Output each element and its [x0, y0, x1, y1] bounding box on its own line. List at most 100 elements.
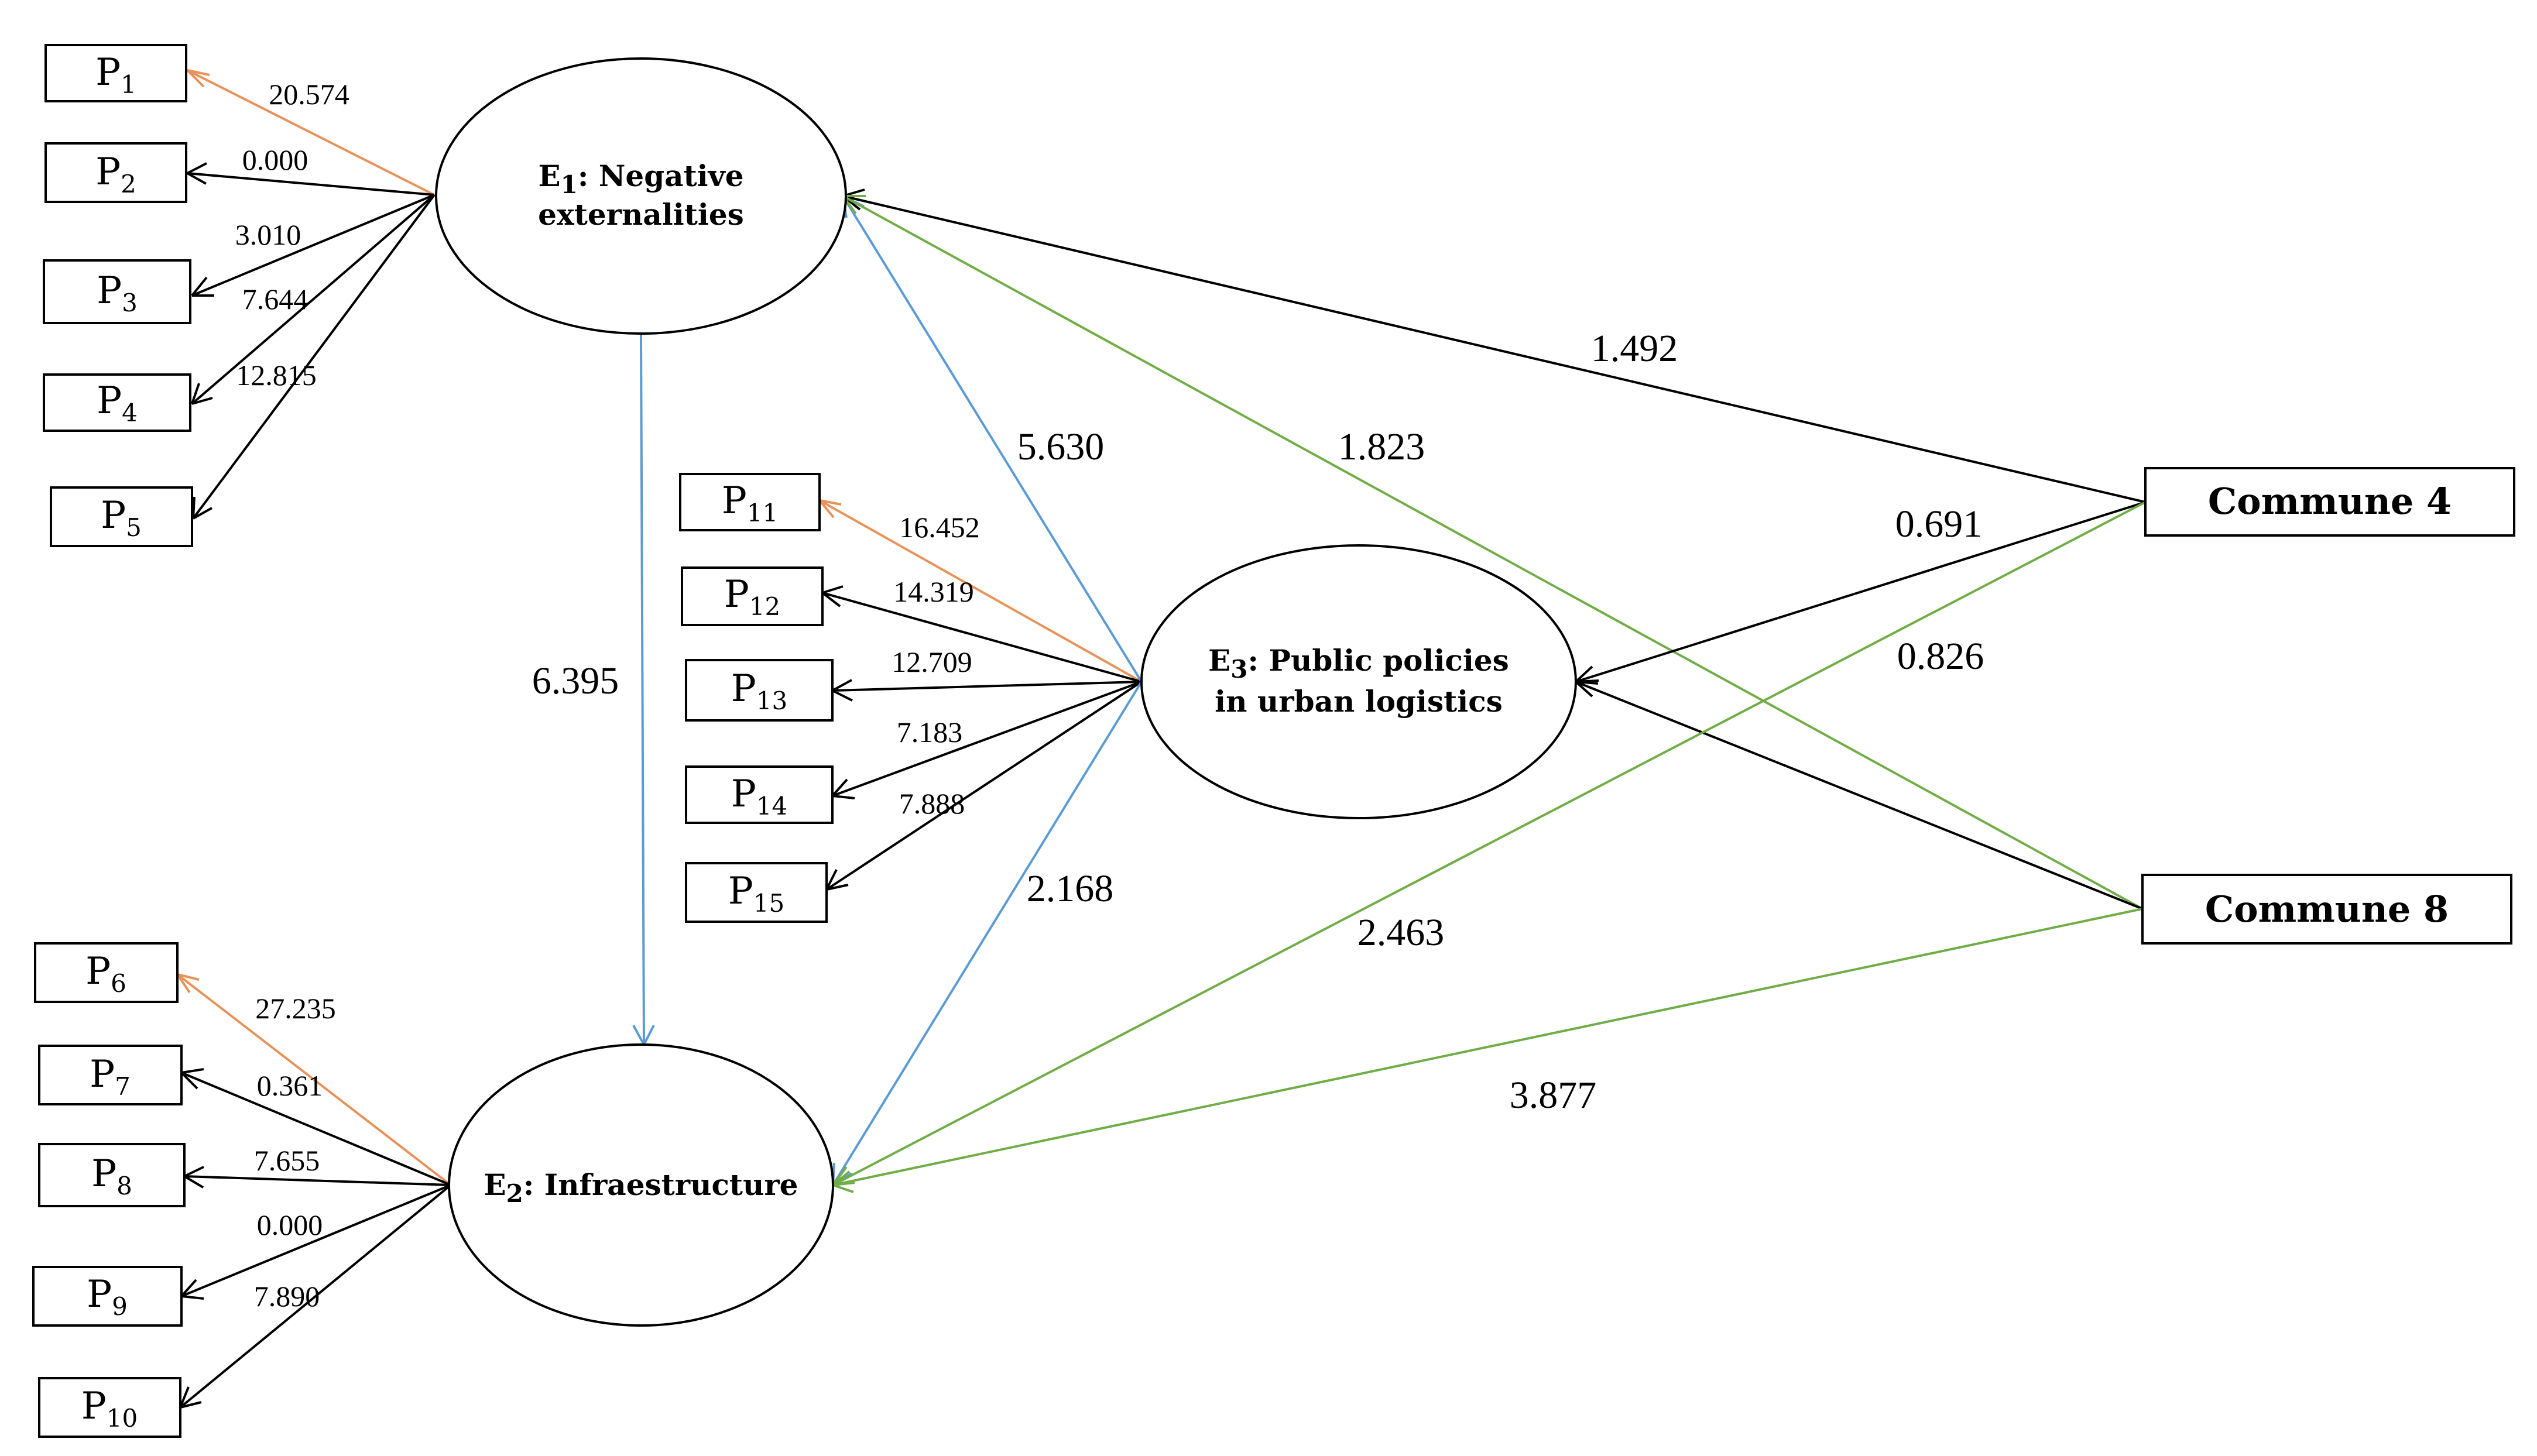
svg-text:P12: P12 [724, 573, 781, 621]
weight-c8-e1: 1.823 [1338, 425, 1425, 468]
weight-e1-p4: 7.644 [242, 283, 308, 315]
svg-text:E1: Negative: E1: Negative [538, 159, 743, 199]
svg-text:P2: P2 [95, 150, 136, 198]
indicator-p1-subscript: 1 [121, 70, 136, 99]
arrow-e1-e2 [632, 333, 655, 1045]
svg-text:P11: P11 [722, 479, 779, 527]
indicator-p7: P7 [38, 1045, 183, 1105]
svg-text:P4: P4 [97, 379, 138, 427]
weight-e3-p15: 7.888 [899, 787, 965, 820]
indicator-p14-subscript: 14 [756, 792, 787, 820]
indicator-p8: P8 [38, 1143, 186, 1207]
indicator-p8-subscript: 8 [116, 1172, 132, 1200]
indicator-p1: P1 [44, 44, 187, 102]
arrow-e1-p1 [186, 69, 435, 196]
arrow-c4-e3 [1575, 501, 2146, 685]
svg-text:P10: P10 [81, 1385, 138, 1433]
arrow-e3-p12 [821, 585, 1142, 683]
construct-e1-line2: externalities [538, 197, 744, 232]
svg-text:E2: Infraestructure: E2: Infraestructure [484, 1167, 798, 1208]
construct-e3-line1: : Public policies [1248, 643, 1509, 678]
weight-c4-e1: 1.492 [1591, 327, 1678, 370]
indicator-p7-subscript: 7 [115, 1072, 131, 1101]
arrow-c8-e3 [1575, 679, 2143, 910]
arrow-e3-p15 [825, 681, 1143, 891]
indicator-p15-subscript: 15 [753, 889, 784, 918]
weight-e1-p1: 20.574 [269, 78, 349, 111]
indicator-p3-subscript: 3 [122, 289, 138, 317]
weight-e2-p8: 7.655 [254, 1144, 320, 1177]
svg-text:P8: P8 [91, 1152, 132, 1200]
weight-c8-e2: 3.877 [1510, 1074, 1597, 1117]
indicator-p9-subscript: 9 [112, 1292, 128, 1321]
indicator-p4-letter: P [97, 379, 122, 423]
indicator-p4: P4 [43, 373, 191, 432]
indicator-p2-subscript: 2 [121, 170, 136, 198]
construct-e3-line2: in urban logistics [1215, 684, 1503, 719]
weight-e3-p12: 14.319 [893, 575, 974, 608]
arrow-e2-p9 [180, 1184, 451, 1300]
svg-text:P1: P1 [95, 51, 136, 99]
arrow-e2-p8 [183, 1166, 451, 1189]
weight-e1-e2: 6.395 [532, 660, 619, 702]
svg-text:P14: P14 [731, 772, 788, 820]
weight-e1-p5: 12.815 [236, 359, 317, 392]
weight-e3-p11: 16.452 [899, 511, 980, 544]
arrow-e2-p6 [176, 973, 452, 1186]
weight-e2-p9: 0.000 [257, 1208, 323, 1241]
arrow-e2-p7 [180, 1068, 451, 1186]
weight-c8-e3: 0.826 [1897, 635, 1984, 678]
indicator-p9: P9 [32, 1266, 183, 1327]
indicator-p4-subscript: 4 [122, 399, 138, 427]
indicator-p5-subscript: 5 [126, 513, 142, 542]
construct-e3: E3: Public policies in urban logistics [1140, 544, 1577, 819]
arrow-c8-e2 [832, 908, 2143, 1193]
indicator-p5-letter: P [101, 494, 126, 537]
path-arrows [176, 69, 2146, 1409]
arrow-e1-p3 [191, 194, 435, 297]
weight-e3-p13: 12.709 [892, 645, 972, 678]
construct-e2-line1: : Infraestructure [523, 1167, 798, 1202]
indicator-p11-letter: P [722, 479, 747, 523]
arrow-e3-p11 [818, 499, 1142, 683]
indicator-p10-letter: P [81, 1385, 107, 1428]
commune-4-label: Commune 4 [2208, 480, 2452, 523]
indicator-p7-letter: P [90, 1053, 115, 1096]
indicator-p12-letter: P [724, 573, 749, 616]
indicator-p12-subscript: 12 [749, 592, 780, 621]
svg-text:P7: P7 [90, 1053, 131, 1101]
indicator-p3: P3 [43, 259, 191, 324]
weight-e3-e2: 2.168 [1027, 867, 1114, 910]
weight-e3-p14: 7.183 [897, 716, 963, 748]
arrow-e1-p4 [191, 194, 436, 405]
indicator-p13-subscript: 13 [756, 686, 787, 715]
construct-e1: E1: Negative externalities [435, 57, 847, 335]
indicator-p2: P2 [44, 142, 187, 203]
indicator-p8-letter: P [91, 1152, 116, 1196]
indicator-p11-subscript: 11 [747, 499, 778, 527]
indicator-p10: P10 [38, 1377, 181, 1438]
svg-text:P3: P3 [97, 269, 138, 317]
indicator-p10-subscript: 10 [107, 1404, 138, 1433]
indicator-p2-letter: P [95, 150, 121, 194]
arrow-e1-p5 [192, 194, 436, 520]
construct-e3-letter: E [1208, 643, 1230, 678]
weight-c4-e3: 0.691 [1895, 503, 1983, 545]
arrow-e3-p14 [831, 681, 1142, 799]
indicator-p15: P15 [685, 862, 828, 923]
svg-text:P6: P6 [85, 950, 126, 998]
indicator-p14: P14 [685, 765, 834, 824]
svg-text:P9: P9 [87, 1273, 128, 1321]
svg-text:P13: P13 [731, 667, 788, 715]
indicator-p6-letter: P [85, 950, 111, 993]
construct-e2-subscript: 2 [506, 1179, 523, 1208]
construct-e2: E2: Infraestructure [448, 1043, 834, 1327]
weight-c4-e2: 2.463 [1357, 911, 1445, 954]
weight-e1-p3: 3.010 [235, 218, 301, 251]
svg-text:P5: P5 [101, 494, 142, 542]
indicator-p12: P12 [681, 566, 824, 626]
indicator-p13-letter: P [731, 667, 756, 710]
path-weights: 20.574 0.000 3.010 7.644 12.815 27.235 0… [235, 78, 1984, 1313]
indicator-p14-letter: P [731, 772, 756, 816]
arrow-c8-e1 [842, 195, 2143, 910]
